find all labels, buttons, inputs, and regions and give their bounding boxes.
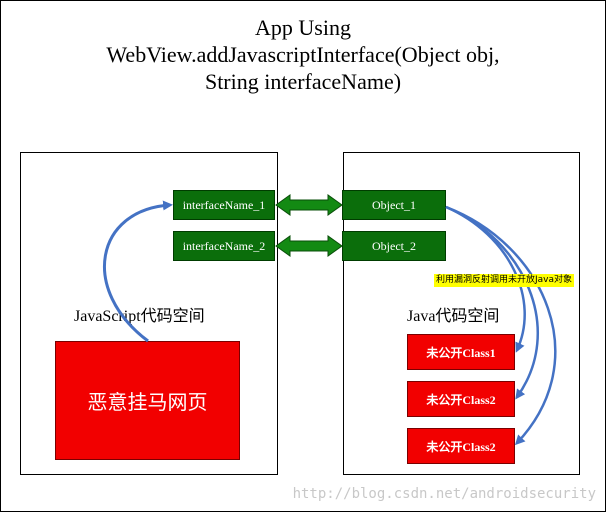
reflection-callout: 利用漏洞反射调用未开放Java对象: [434, 274, 575, 287]
double-arrow-2: [275, 235, 343, 257]
double-arrow-1: [275, 194, 343, 216]
blue-arrow-object-to-class-3: [445, 205, 557, 446]
private-class-1-box: 未公开Class1: [407, 334, 515, 370]
diagram-title: App Using WebView.addJavascriptInterface…: [0, 14, 606, 95]
private-class-3-box: 未公开Class2: [407, 428, 515, 464]
title-line-1: App Using: [255, 15, 351, 40]
javascript-space-label: JavaScript代码空间: [74, 308, 205, 325]
malicious-page-box: 恶意挂马网页: [55, 341, 240, 460]
private-class-2-box: 未公开Class2: [407, 381, 515, 417]
java-space-label: Java代码空间: [407, 308, 500, 325]
title-line-2: WebView.addJavascriptInterface(Object ob…: [106, 42, 500, 67]
blue-arrow-object-to-class-2: [445, 205, 540, 400]
object-1-box: Object_1: [342, 190, 446, 220]
title-line-3: String interfaceName): [204, 69, 402, 94]
watermark-url: http://blog.csdn.net/androidsecurity: [292, 486, 596, 502]
interface-name-1-box: interfaceName_1: [173, 190, 275, 220]
blue-arrow-page-to-interface: [102, 200, 173, 343]
interface-name-2-box: interfaceName_2: [173, 231, 275, 261]
